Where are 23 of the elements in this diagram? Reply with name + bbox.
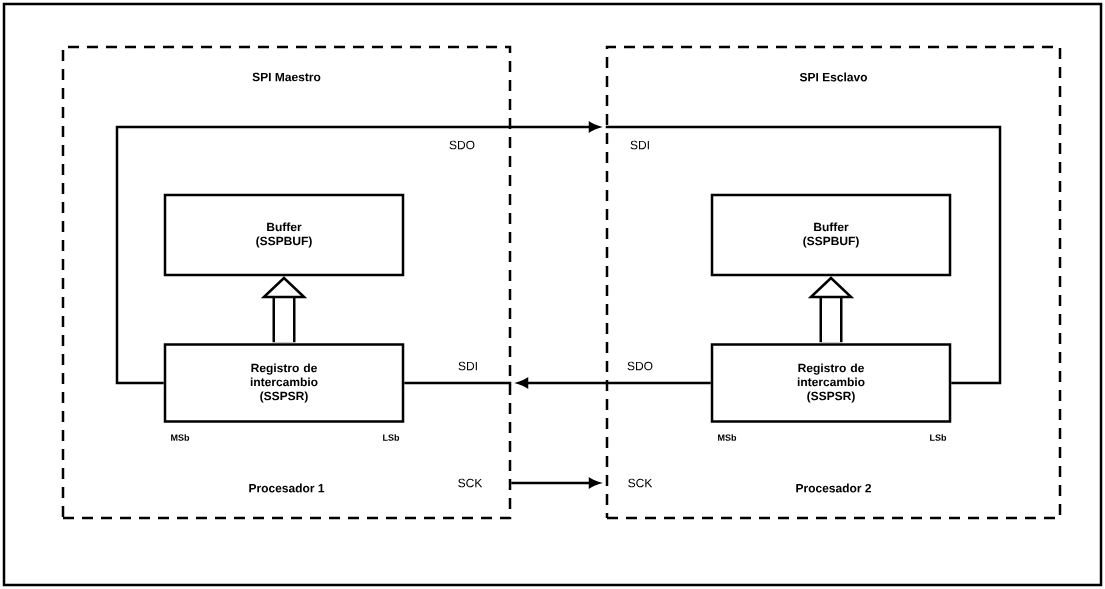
- pin-label: SDO: [627, 361, 653, 371]
- arrow: [511, 478, 600, 488]
- pin-label: SDI: [458, 361, 477, 371]
- group-title: SPI Maestro: [252, 72, 321, 82]
- pin-label: SCK: [458, 478, 483, 488]
- group-title: Procesador 1: [249, 483, 325, 493]
- group-title: Procesador 2: [796, 483, 872, 493]
- bit-label: MSb: [718, 434, 737, 441]
- bit-label: LSb: [383, 434, 400, 441]
- register-box: Buffer (SSPBUF): [710, 193, 952, 277]
- pin-label: SDO: [449, 140, 475, 150]
- arrow: [517, 378, 711, 388]
- register-box: Registro de intercambio (SSPSR): [163, 343, 405, 423]
- bit-label: LSb: [930, 434, 947, 441]
- signal-line: [605, 125, 1002, 385]
- pin-label: SCK: [628, 478, 653, 488]
- arrow: [115, 122, 600, 385]
- register-box: Registro de intercambio (SSPSR): [710, 343, 952, 423]
- group-title: SPI Esclavo: [799, 72, 868, 82]
- pin-label: SDI: [630, 140, 649, 150]
- signal-line: [404, 381, 512, 385]
- register-box: Buffer (SSPBUF): [163, 193, 405, 277]
- bit-label: MSb: [171, 434, 190, 441]
